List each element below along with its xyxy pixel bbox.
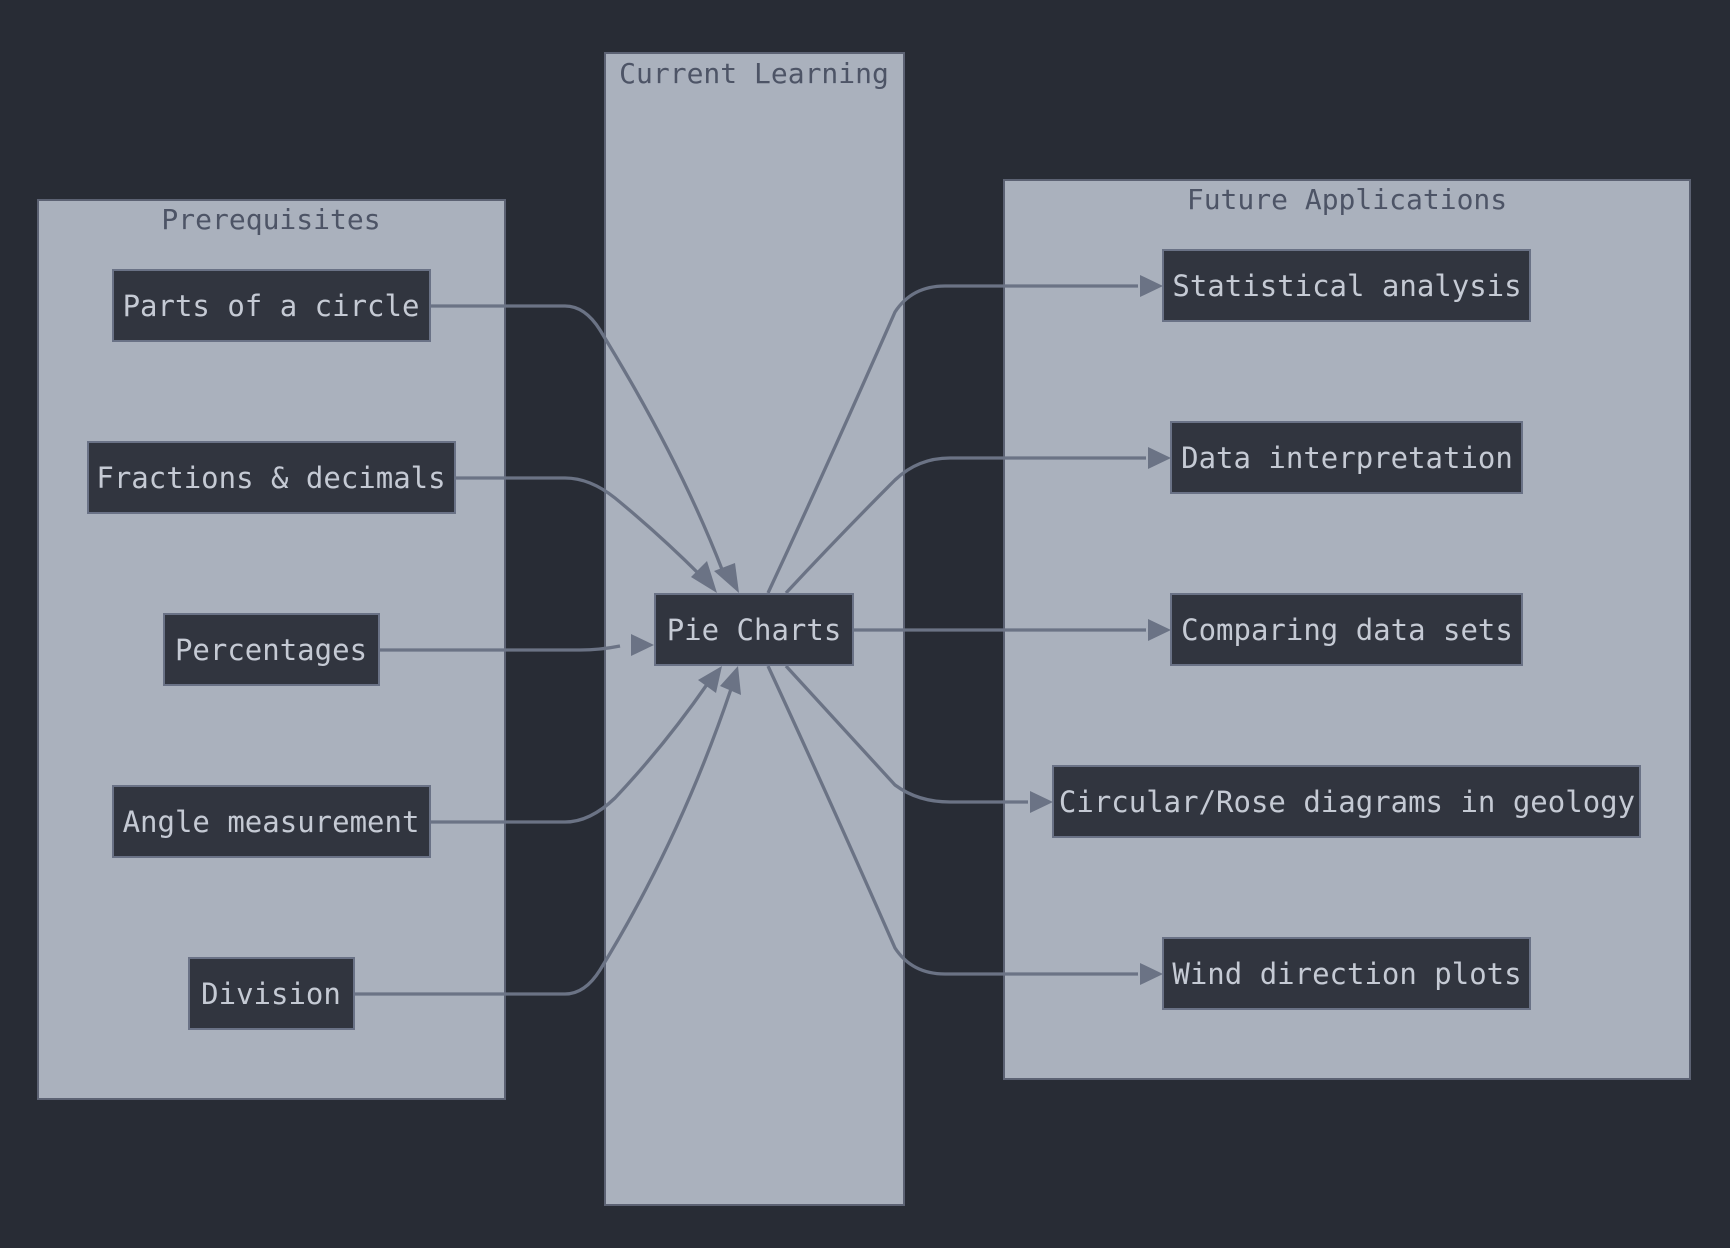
- node-label: Data interpretation: [1181, 441, 1513, 475]
- node-division[interactable]: Division: [188, 957, 355, 1030]
- arrowhead: [1030, 791, 1053, 813]
- arrowhead: [1140, 275, 1163, 297]
- edges: [354, 275, 1171, 996]
- cluster-title-future-applications: Future Applications: [1187, 183, 1507, 216]
- arrowhead: [1148, 447, 1171, 469]
- node-pie-charts[interactable]: Pie Charts: [654, 593, 854, 666]
- arrowhead: [1140, 963, 1163, 985]
- node-statistical-analysis[interactable]: Statistical analysis: [1162, 249, 1531, 322]
- node-fractions-decimals[interactable]: Fractions & decimals: [87, 441, 456, 514]
- edge-pie-charts-to-wind-direction-plots: [766, 665, 1138, 976]
- node-percentages[interactable]: Percentages: [163, 613, 380, 686]
- node-wind-direction-plots[interactable]: Wind direction plots: [1162, 937, 1531, 1010]
- node-label: Comparing data sets: [1181, 613, 1513, 647]
- arrowhead: [631, 634, 654, 656]
- node-data-interpretation[interactable]: Data interpretation: [1170, 421, 1523, 494]
- node-angle-measurement[interactable]: Angle measurement: [112, 785, 431, 858]
- node-label: Percentages: [175, 633, 367, 667]
- arrowhead: [691, 561, 717, 593]
- cluster-title-prerequisites: Prerequisites: [161, 203, 380, 236]
- edge-division-to-pie-charts: [354, 688, 733, 996]
- arrowhead: [698, 666, 722, 693]
- cluster-title-current-learning: Current Learning: [619, 57, 889, 90]
- arrowhead: [720, 666, 741, 695]
- node-label: Fractions & decimals: [96, 461, 445, 495]
- edge-pie-charts-to-circular-rose-diagrams: [784, 664, 1028, 804]
- node-label: Statistical analysis: [1172, 269, 1521, 303]
- node-parts-of-a-circle[interactable]: Parts of a circle: [112, 269, 431, 342]
- edge-parts-of-circle-to-pie-charts: [430, 304, 725, 573]
- node-circular-rose-diagrams[interactable]: Circular/Rose diagrams in geology: [1052, 765, 1641, 838]
- node-label: Circular/Rose diagrams in geology: [1059, 785, 1635, 819]
- node-label: Pie Charts: [667, 613, 842, 647]
- node-comparing-data-sets[interactable]: Comparing data sets: [1170, 593, 1523, 666]
- edge-pie-charts-to-statistical-analysis: [766, 284, 1138, 594]
- edge-fractions-decimals-to-pie-charts: [455, 476, 702, 577]
- edge-pie-charts-to-data-interpretation: [784, 456, 1146, 595]
- edge-angle-measurement-to-pie-charts: [430, 682, 710, 824]
- arrowhead: [714, 563, 739, 593]
- edge-percentages-to-pie-charts: [379, 644, 621, 652]
- node-label: Division: [201, 977, 341, 1011]
- arrowhead: [1148, 619, 1171, 641]
- node-label: Parts of a circle: [123, 289, 420, 323]
- node-label: Wind direction plots: [1172, 957, 1521, 991]
- node-label: Angle measurement: [123, 805, 420, 839]
